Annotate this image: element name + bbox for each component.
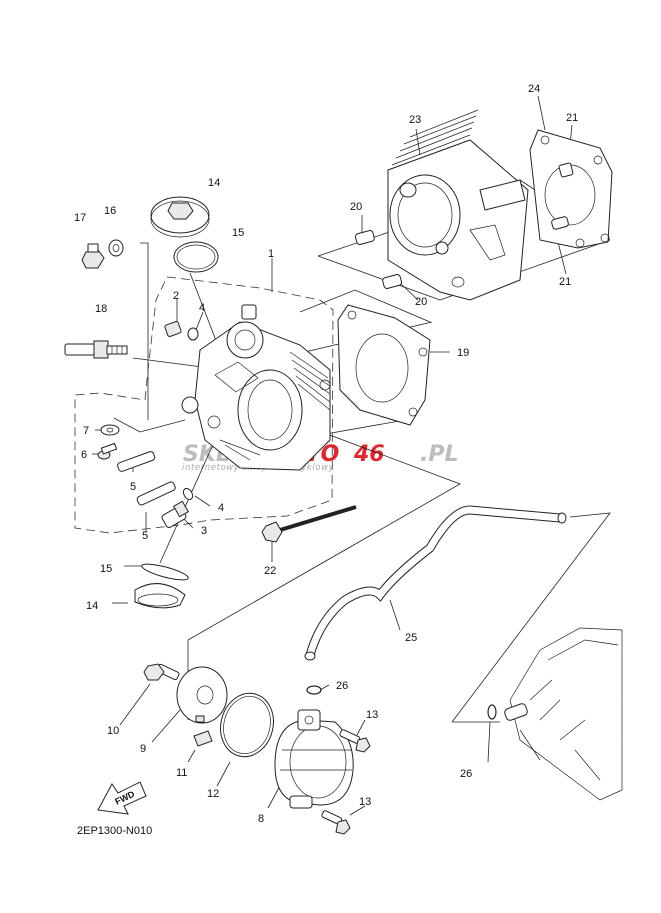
callout-5-lower: 5 [142,530,148,542]
stud-5-upper [117,451,156,472]
callout-1: 1 [268,248,274,260]
callout-14-lower: 14 [86,600,98,612]
watermark-part4: .PL [420,442,459,467]
callout-26-left: 26 [336,680,348,692]
washer-7 [100,424,120,436]
dowel-pins [354,162,574,289]
callout-25: 25 [405,632,417,644]
oring-4-upper [187,327,199,341]
callout-13-lower: 13 [359,796,371,808]
bolt-13-upper [339,729,371,753]
screw-6 [97,442,118,460]
head-gasket [337,304,431,426]
callout-2: 2 [173,290,179,302]
gasket-12 [220,692,274,758]
clip-26-left [306,685,322,695]
watermark-part3: 46 [353,442,385,467]
bolt-22 [261,505,357,543]
bolt-17 [81,243,105,269]
spark-plug [64,340,128,359]
callout-3: 3 [201,525,207,537]
callout-8: 8 [258,813,264,825]
fitting-3 [161,500,190,528]
fwd-arrow-icon: FWD [97,781,147,815]
washer-16 [108,239,124,257]
callout-14-upper: 14 [208,177,220,189]
bottom-cap [134,583,186,609]
callout-13-upper: 13 [366,709,378,721]
callout-17: 17 [74,212,86,224]
callout-24: 24 [528,83,540,95]
top-cap [150,196,210,238]
cylinder-head [181,304,331,471]
pipe-25 [304,505,567,661]
callouts: 1 2 3 4 4 5 5 6 7 8 9 10 11 12 13 13 14 … [74,83,578,825]
callout-22: 22 [264,565,276,577]
cylinder-gasket [529,129,613,249]
fitting-2 [164,321,182,337]
clip-26-right [487,704,497,720]
callout-10: 10 [107,725,119,737]
oring-4-lower [182,487,194,501]
callout-12: 12 [207,788,219,800]
callout-23: 23 [409,114,421,126]
callout-7: 7 [83,425,89,437]
callout-15-upper: 15 [232,227,244,239]
stud-5-lower [136,481,176,506]
plate-9 [176,666,228,724]
callout-21-lower: 21 [559,276,571,288]
assembly-box [74,276,334,534]
callout-16: 16 [104,205,116,217]
callout-5-upper: 5 [130,481,136,493]
shroud-outline [504,627,623,801]
bottom-oring [141,563,189,581]
callout-9: 9 [140,743,146,755]
callout-6: 6 [81,449,87,461]
callout-20-upper: 20 [350,201,362,213]
callout-11: 11 [176,767,187,779]
diagram-code: 2EP1300-N010 [77,825,152,837]
housing-8 [274,709,354,809]
callout-19: 19 [457,347,469,359]
bolt-10 [143,663,180,681]
callout-18: 18 [95,303,107,315]
callout-15-lower: 15 [100,563,112,575]
cylinder [387,109,529,301]
callout-20-lower: 20 [415,296,427,308]
callout-4-upper: 4 [199,302,205,314]
callout-26-right: 26 [460,768,472,780]
callout-21-upper: 21 [566,112,578,124]
block-11 [193,730,213,747]
bolt-13-lower [321,810,351,835]
callout-4-lower: 4 [218,502,224,514]
top-oring [173,241,219,273]
